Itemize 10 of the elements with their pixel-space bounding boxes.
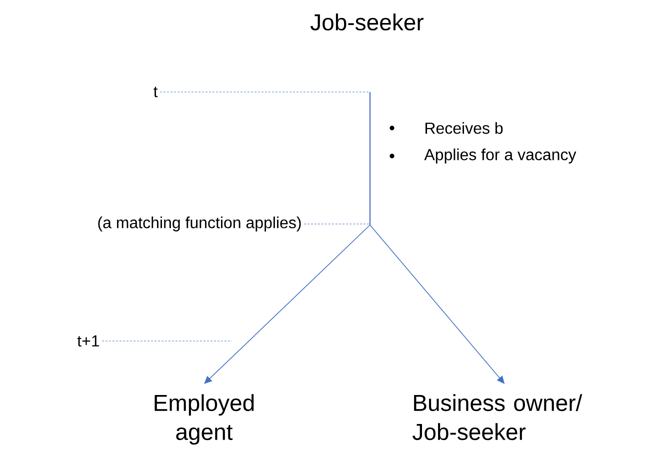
arrow [204,224,370,384]
node-text: Employed agent [154,394,254,445]
node-text: Business owner/ Job-seeker [412,394,582,440]
leader-line [102,340,232,342]
bullet-text: Receives b [426,122,503,134]
bullet-text: Applies for a vacancy [424,148,576,164]
node-text: (a matching function applies) [98,216,301,232]
title: Job-seeker [310,14,424,30]
node-text: t [154,86,158,98]
node-text: t+1 [77,335,100,347]
